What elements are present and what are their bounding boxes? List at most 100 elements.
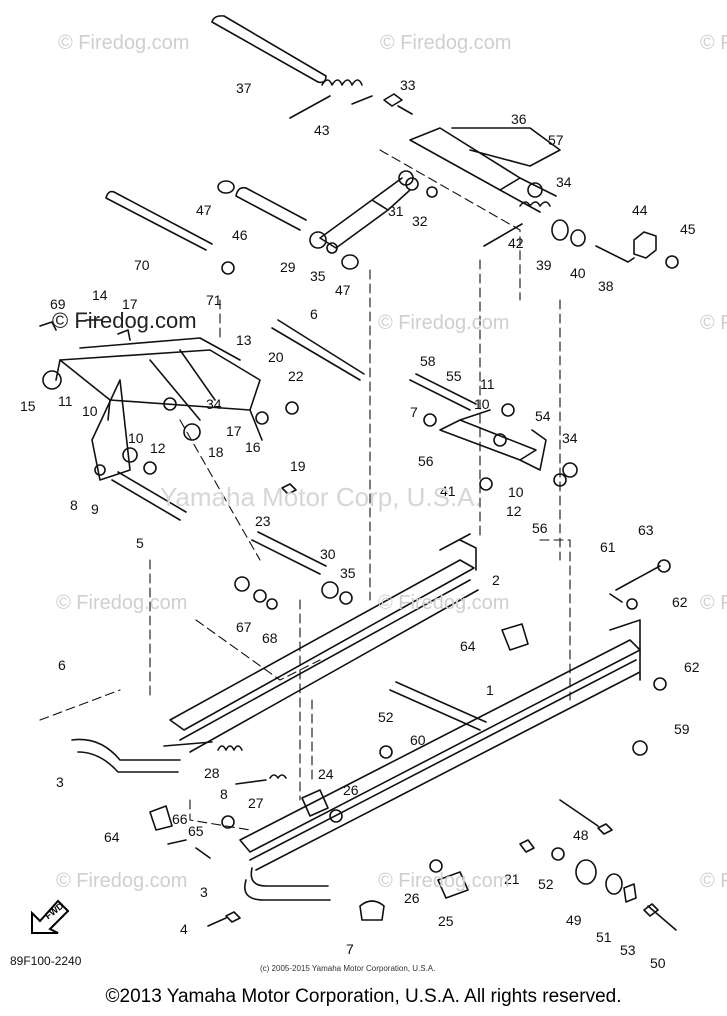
callout-51: 51: [596, 929, 612, 945]
callout-12b: 12: [506, 503, 522, 519]
callout-22: 22: [288, 368, 304, 384]
watermark: © Firedog.com: [378, 870, 510, 892]
watermark: © Firedog.com: [700, 870, 727, 892]
callout-21: 21: [504, 871, 520, 887]
callout-8: 8: [70, 497, 78, 513]
callout-59: 59: [674, 721, 690, 737]
callout-8b: 8: [220, 786, 228, 802]
callout-34: 34: [556, 174, 572, 190]
callout-17: 17: [122, 296, 138, 312]
diagram-code: 89F100-2240: [10, 954, 82, 968]
callout-57: 57: [548, 132, 564, 148]
callout-7b: 7: [346, 941, 354, 957]
watermark: © Firedog.com: [700, 32, 727, 54]
callout-29: 29: [280, 259, 296, 275]
callout-10: 10: [82, 403, 98, 419]
callout-45: 45: [680, 221, 696, 237]
watermark: © Firedog.com: [56, 870, 188, 892]
callout-19: 19: [290, 458, 306, 474]
callout-61: 61: [600, 539, 616, 555]
callout-2: 2: [492, 572, 500, 588]
callout-31: 31: [388, 203, 404, 219]
watermark: © Firedog.com: [58, 32, 190, 54]
watermark-center: Yamaha Motor Corp, U.S.A.: [160, 482, 482, 512]
watermark-main: © Firedog.com: [52, 308, 197, 333]
callout-58: 58: [420, 353, 436, 369]
callout-49: 49: [566, 912, 582, 928]
callout-63: 63: [638, 522, 654, 538]
callout-53: 53: [620, 942, 636, 958]
callout-50: 50: [650, 955, 666, 971]
callout-54: 54: [535, 408, 551, 424]
callout-18: 18: [208, 444, 224, 460]
callout-38: 38: [598, 278, 614, 294]
callout-23: 23: [255, 513, 271, 529]
callout-35b: 35: [340, 565, 356, 581]
callout-12: 12: [150, 440, 166, 456]
callout-11b: 11: [58, 393, 73, 409]
small-copyright: (c) 2005-2015 Yamaha Motor Corporation, …: [260, 964, 436, 973]
watermark: © Firedog.com: [700, 592, 727, 614]
watermark: © Firedog.com: [378, 312, 510, 334]
callout-35: 35: [310, 268, 326, 284]
callout-10d: 10: [508, 484, 524, 500]
callout-32: 32: [412, 213, 428, 229]
callout-42: 42: [508, 235, 524, 251]
callout-39: 39: [536, 257, 552, 273]
callout-67: 67: [236, 619, 252, 635]
callout-17b: 17: [226, 423, 242, 439]
callout-6b: 6: [58, 657, 66, 673]
callout-44: 44: [632, 202, 648, 218]
callout-15: 15: [20, 398, 36, 414]
callout-11: 11: [480, 376, 495, 392]
callout-40: 40: [570, 265, 586, 281]
callout-14: 14: [92, 287, 108, 303]
callout-10b: 10: [128, 430, 144, 446]
callout-48: 48: [573, 827, 589, 843]
callout-26b: 26: [404, 890, 420, 906]
callout-3: 3: [56, 774, 64, 790]
watermark: © Firedog.com: [380, 32, 512, 54]
callout-56: 56: [418, 453, 434, 469]
callout-20: 20: [268, 349, 284, 365]
callout-64: 64: [460, 638, 476, 654]
callout-46: 46: [232, 227, 248, 243]
callout-66: 66: [172, 811, 188, 827]
callout-25: 25: [438, 913, 454, 929]
callout-47: 47: [196, 202, 212, 218]
callout-60: 60: [410, 732, 426, 748]
callout-56b: 56: [532, 520, 548, 536]
callout-64b: 64: [104, 829, 120, 845]
callout-36: 36: [511, 111, 527, 127]
callout-4: 4: [180, 921, 188, 937]
callout-28: 28: [204, 765, 220, 781]
callout-3b: 3: [200, 884, 208, 900]
callout-47b: 47: [335, 282, 351, 298]
callout-52b: 52: [538, 876, 554, 892]
watermark: © Firedog.com: [56, 592, 188, 614]
callout-37: 37: [236, 80, 252, 96]
callout-69: 69: [50, 296, 66, 312]
callout-62b: 62: [684, 659, 700, 675]
callout-10c: 10: [474, 396, 490, 412]
callout-6: 6: [310, 306, 318, 322]
callout-55: 55: [446, 368, 462, 384]
fwd-arrow-icon: [31, 899, 70, 934]
callout-41: 41: [440, 483, 456, 499]
callout-68: 68: [262, 630, 278, 646]
callout-16: 16: [245, 439, 261, 455]
callout-62: 62: [672, 594, 688, 610]
callout-43: 43: [314, 122, 330, 138]
callout-24: 24: [318, 766, 334, 782]
callout-33: 33: [400, 77, 416, 93]
footer-copyright: ©2013 Yamaha Motor Corporation, U.S.A. A…: [105, 986, 622, 1007]
callout-5: 5: [136, 535, 144, 551]
callout-13: 13: [236, 332, 252, 348]
callout-70: 70: [134, 257, 150, 273]
callout-9: 9: [91, 501, 99, 517]
watermark: © Firedog.com: [700, 312, 727, 334]
callout-52: 52: [378, 709, 394, 725]
callout-1: 1: [486, 682, 494, 698]
callout-7: 7: [410, 404, 418, 420]
